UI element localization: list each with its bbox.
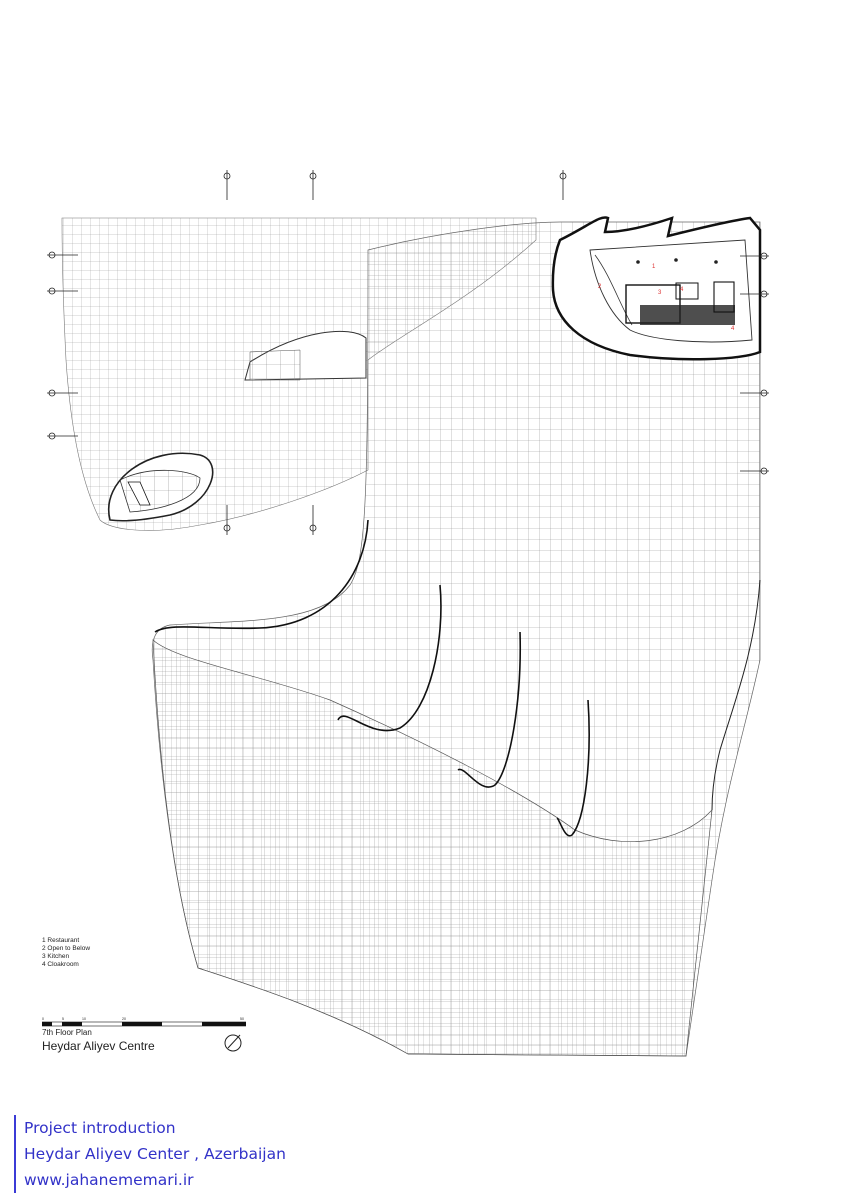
edge-curve-1 [154,519,369,633]
legend-item: 4 Cloakroom [42,961,79,968]
axis-marker-right [740,389,769,397]
floor-plan-title: 7th Floor Plan [42,1028,92,1037]
edge-curve-2 [337,584,442,732]
plan-interior-boundary [594,254,633,326]
legend-item: 1 Restaurant [42,937,80,944]
legend-item: 3 Kitchen [42,953,70,960]
scale-tick-label: 10 [82,1017,86,1021]
scale-tick-label: 20 [122,1017,126,1021]
building-title: Heydar Aliyev Centre [42,1039,155,1053]
axis-marker-right [740,290,769,298]
lower-block-front [152,639,713,1057]
footer-line-1: Project introduction [24,1119,176,1137]
axis-marker-left [47,432,78,440]
plan-stair [713,281,735,313]
room-number-1: 1 [652,264,656,270]
plan-cloakroom-block [675,282,699,300]
edge-curve-4 [556,699,590,837]
axis-marker-left [47,287,78,295]
opening-grid-patch [249,349,301,381]
room-number-4a: 4 [680,287,684,293]
scale-bar: 0 5 10 20 50 [42,1017,246,1027]
edge-curve-3 [457,631,522,788]
room-number-2: 2 [598,284,602,290]
column-marker [674,258,678,262]
left-loop-slot [127,481,151,506]
north-arrow-icon [224,1034,242,1052]
axis-marker-left [47,389,78,397]
column-marker [714,260,718,264]
footer-website-link[interactable]: www.jahanememari.ir [24,1171,194,1189]
axis-marker-bottom [223,505,231,535]
plan-service-core [640,305,735,325]
room-number-4b: 4 [731,326,735,332]
legend-item: 2 Open to Below [42,945,91,952]
axis-marker-right [740,252,769,260]
room-legend: 1 Restaurant 2 Open to Below 3 Kitchen 4… [42,937,90,969]
axis-marker-bottom [309,505,317,535]
axis-marker-right [740,467,769,475]
axis-marker-top [223,170,231,200]
footer-block: Project introduction Heydar Aliyev Cente… [14,1115,286,1193]
axis-marker-top [309,170,317,200]
column-marker [636,260,640,264]
edge-curve-5 [711,579,761,811]
scale-tick-label: 0 [42,1017,44,1021]
scale-tick-label: 5 [62,1017,64,1021]
axis-marker-top [559,170,567,200]
axis-marker-left [47,251,78,259]
scale-tick-label: 50 [240,1017,244,1021]
axis-markers [47,170,769,535]
room-number-3: 3 [658,290,662,296]
footer-line-2: Heydar Aliyev Center , Azerbaijan [24,1145,286,1163]
